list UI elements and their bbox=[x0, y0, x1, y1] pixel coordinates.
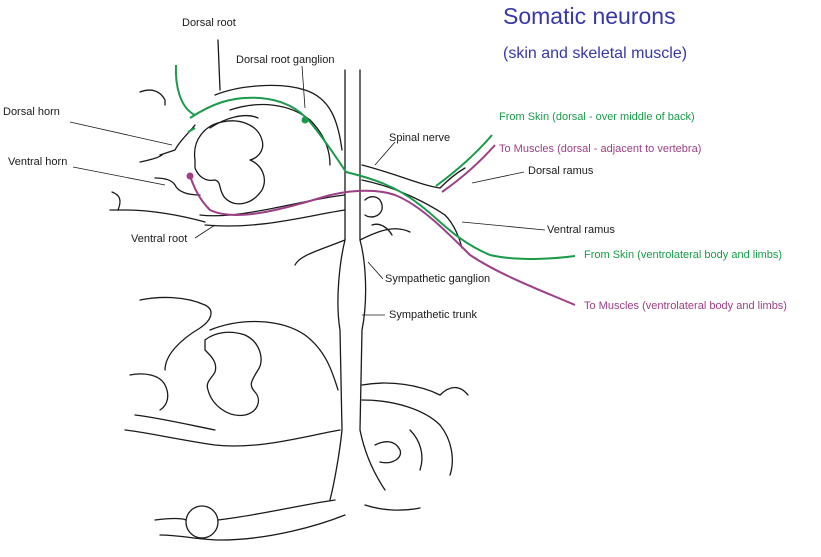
page-subtitle: (skin and skeletal muscle) bbox=[503, 45, 688, 62]
label-to-muscles-ventrolateral: To Muscles (ventrolateral body and limbs… bbox=[584, 300, 787, 312]
label-sympathetic-trunk: Sympathetic trunk bbox=[389, 309, 478, 321]
lower-spinal-segment bbox=[124, 296, 469, 476]
label-ventral-root: Ventral root bbox=[131, 233, 188, 245]
motor-pathway bbox=[186, 144, 576, 306]
sympathetic-trunk-shape bbox=[294, 69, 411, 501]
leader-lines bbox=[69, 65, 546, 316]
label-dorsal-root: Dorsal root bbox=[182, 17, 236, 29]
label-sympathetic-ganglion: Sympathetic ganglion bbox=[385, 273, 491, 285]
label-spinal-nerve: Spinal nerve bbox=[389, 132, 451, 144]
sensory-pathway bbox=[174, 64, 576, 260]
page-title: Somatic neurons bbox=[503, 3, 676, 29]
label-to-muscles-dorsal: To Muscles (dorsal - adjacent to vertebr… bbox=[499, 143, 702, 155]
label-ventral-ramus: Ventral ramus bbox=[547, 224, 615, 236]
upper-spinal-segment bbox=[109, 39, 466, 249]
bottom-segment bbox=[154, 499, 421, 541]
label-dorsal-horn: Dorsal horn bbox=[3, 106, 60, 118]
label-from-skin-ventrolateral: From Skin (ventrolateral body and limbs) bbox=[584, 249, 783, 261]
label-dorsal-ramus: Dorsal ramus bbox=[528, 165, 594, 177]
label-from-skin-dorsal: From Skin (dorsal - over middle of back) bbox=[499, 111, 695, 123]
label-ventral-horn: Ventral horn bbox=[8, 156, 68, 168]
label-dorsal-root-ganglion: Dorsal root ganglion bbox=[236, 54, 335, 66]
